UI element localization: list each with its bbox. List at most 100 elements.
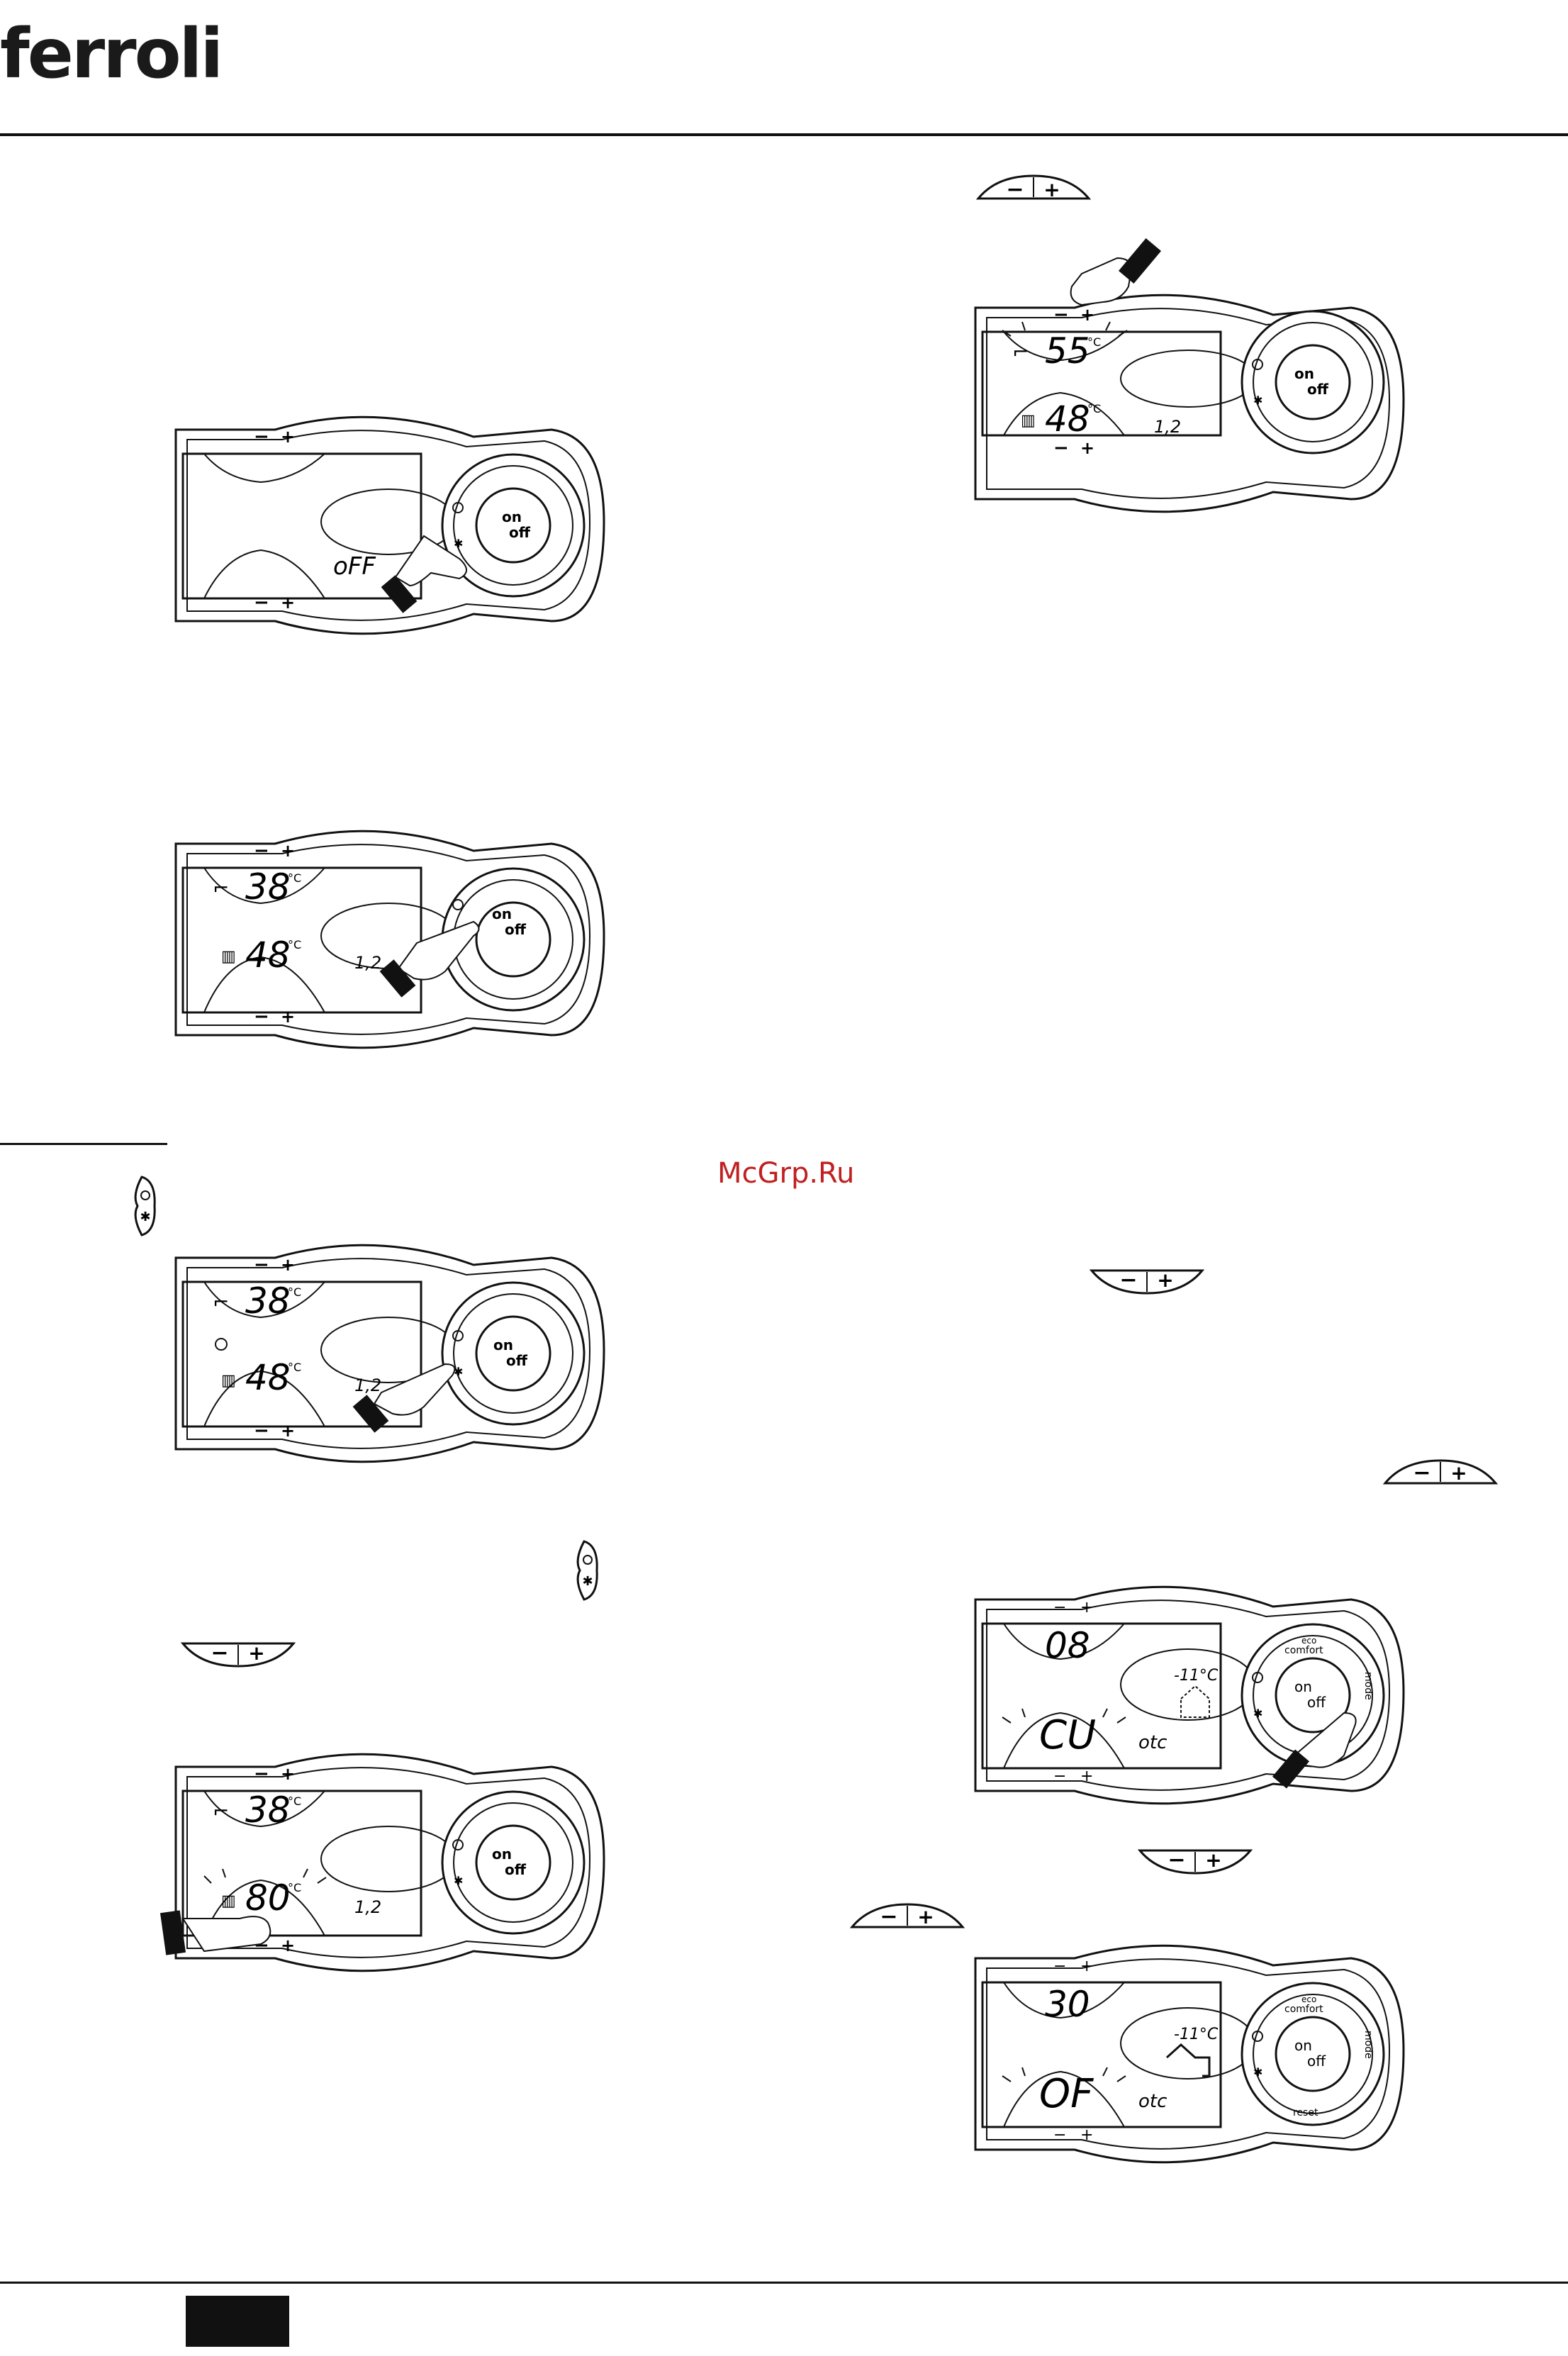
svg-text:off: off <box>509 524 531 541</box>
control-panel-summer-winter: ⌐ 38 °C ▥ 48 °C 1,2 − + − + on off ✱ <box>174 1244 605 1463</box>
radiator-icon: ▥ <box>221 948 236 966</box>
otc-top-value: 30 <box>1045 1984 1090 2025</box>
blink-rays-icon <box>1002 1708 1126 1724</box>
svg-text:on: on <box>492 905 512 922</box>
svg-text:−: − <box>1053 2126 1066 2144</box>
svg-text:−: − <box>254 1763 269 1785</box>
svg-text:°C: °C <box>288 871 301 885</box>
svg-text:+: + <box>281 1764 295 1784</box>
svg-text:−: − <box>1413 1461 1430 1485</box>
svg-text:+: + <box>281 427 295 447</box>
svg-text:eco: eco <box>1301 1994 1316 2004</box>
footer-rule <box>0 2282 1568 2284</box>
control-panel-heating-adjust: ⌐ 38 °C ▥ 80 °C 1,2 − + − + on off ✱ <box>159 1753 605 1972</box>
svg-text:−: − <box>254 1420 269 1441</box>
plus-minus-key-5[interactable]: − + <box>1137 1848 1253 1876</box>
tap-icon: ⌐ <box>1012 340 1029 364</box>
svg-text:on: on <box>1294 365 1314 382</box>
house-icon <box>1165 2043 1211 2077</box>
svg-text:comfort: comfort <box>1284 1645 1323 1656</box>
otc-bottom-value: CU <box>1039 1712 1096 1758</box>
on-off-button[interactable] <box>1275 1657 1351 1733</box>
plus-minus-key-2[interactable]: − + <box>1089 1268 1205 1296</box>
svg-text:on: on <box>1294 2037 1312 2054</box>
svg-text:on: on <box>502 508 522 525</box>
svg-text:+: + <box>281 1936 295 1955</box>
svg-text:+: + <box>281 593 295 613</box>
control-panel-off: oFF − + − + on off ✱ <box>174 415 605 635</box>
pressure-value: 1,2 <box>354 1375 381 1395</box>
house-icon <box>1180 1685 1210 1718</box>
svg-text:off: off <box>505 921 527 938</box>
mode-button[interactable] <box>452 1330 464 1341</box>
ferroli-logo: ferroli <box>0 14 223 94</box>
svg-text:−: − <box>1053 1768 1066 1785</box>
otc-label: otc <box>1138 2091 1167 2112</box>
svg-text:−: − <box>254 1006 269 1027</box>
display-off-text: oFF <box>333 552 376 581</box>
blink-rays-icon <box>203 1868 327 1884</box>
pointing-hand-icon <box>181 1916 271 1953</box>
svg-text:+: + <box>1157 1268 1173 1292</box>
section-rule <box>0 1143 167 1145</box>
plus-minus-key-4[interactable]: − + <box>180 1641 296 1669</box>
svg-text:+: + <box>1205 1848 1221 1872</box>
tap-icon: ⌐ <box>213 876 229 900</box>
on-off-button[interactable] <box>1275 344 1351 420</box>
svg-text:+: + <box>1080 305 1094 325</box>
plus-minus-key-3[interactable]: − + <box>1382 1458 1499 1486</box>
svg-text:+: + <box>1450 1461 1467 1485</box>
svg-text:✱: ✱ <box>454 1365 463 1378</box>
sun-icon <box>583 1555 593 1565</box>
pointing-hand-icon <box>394 535 467 587</box>
svg-text:+: + <box>281 1255 295 1275</box>
svg-text:off: off <box>1307 2053 1326 2070</box>
snowflake-icon: ✱ <box>582 1574 593 1589</box>
control-panel-dhw-adjust: ⌐ 55 °C ▥ 48 °C 1,2 − + − + on off ✱ <box>974 238 1405 513</box>
plus-minus-key-1[interactable]: − + <box>975 173 1092 202</box>
svg-text:✱: ✱ <box>1253 2065 1262 2079</box>
pressure-value: 1,2 <box>354 953 381 973</box>
svg-text:°C: °C <box>1087 335 1101 349</box>
outside-temp: -11°C <box>1174 2026 1219 2043</box>
svg-text:−: − <box>211 1641 228 1665</box>
svg-text:+: + <box>1080 1599 1093 1617</box>
control-panel-otc-offset: 30 OF -11°C otc − + − + on off eco comfo… <box>974 1944 1405 2164</box>
otc-label: otc <box>1138 1732 1167 1753</box>
cuff-icon <box>352 1395 389 1433</box>
on-off-button[interactable] <box>1275 2016 1351 2092</box>
svg-text:+: + <box>1080 1768 1093 1785</box>
svg-text:off: off <box>505 1861 527 1878</box>
pointing-hand-icon <box>397 920 480 981</box>
svg-text:on: on <box>1294 1678 1312 1695</box>
pressure-value: 1,2 <box>1154 417 1181 437</box>
cuff-icon <box>159 1910 186 1955</box>
svg-text:comfort: comfort <box>1284 2004 1323 2015</box>
blink-rays-icon <box>1002 2067 1126 2082</box>
svg-text:off: off <box>506 1352 528 1369</box>
dhw-temp: 38 <box>245 866 291 908</box>
svg-text:✱: ✱ <box>1253 393 1262 407</box>
on-off-button[interactable] <box>475 1315 551 1392</box>
pressure-value: 1,2 <box>354 1897 381 1917</box>
mode-key-2[interactable]: ✱ <box>570 1539 600 1602</box>
svg-text:⌐: ⌐ <box>213 1799 229 1823</box>
svg-text:°C: °C <box>288 938 301 951</box>
otc-top-value: 08 <box>1045 1625 1090 1666</box>
svg-text:−: − <box>1119 1268 1137 1293</box>
snowflake-icon: ✱ <box>140 1210 150 1224</box>
svg-text:+: + <box>281 1421 295 1441</box>
on-off-button[interactable] <box>475 901 551 978</box>
plus-minus-key-6[interactable]: − + <box>849 1902 965 1930</box>
pointing-hand-icon <box>1294 1712 1357 1768</box>
svg-text:−: − <box>1053 1958 1066 1975</box>
svg-text:−: − <box>880 1904 897 1929</box>
mode-key-1[interactable]: ✱ <box>128 1174 157 1238</box>
svg-text:✱: ✱ <box>454 1874 463 1887</box>
on-off-button[interactable] <box>475 487 551 564</box>
outside-temp: -11°C <box>1174 1667 1219 1685</box>
sun-icon <box>140 1190 150 1200</box>
on-off-button[interactable] <box>475 1824 551 1901</box>
svg-text:−: − <box>254 1254 269 1275</box>
svg-text:off: off <box>1307 381 1329 398</box>
